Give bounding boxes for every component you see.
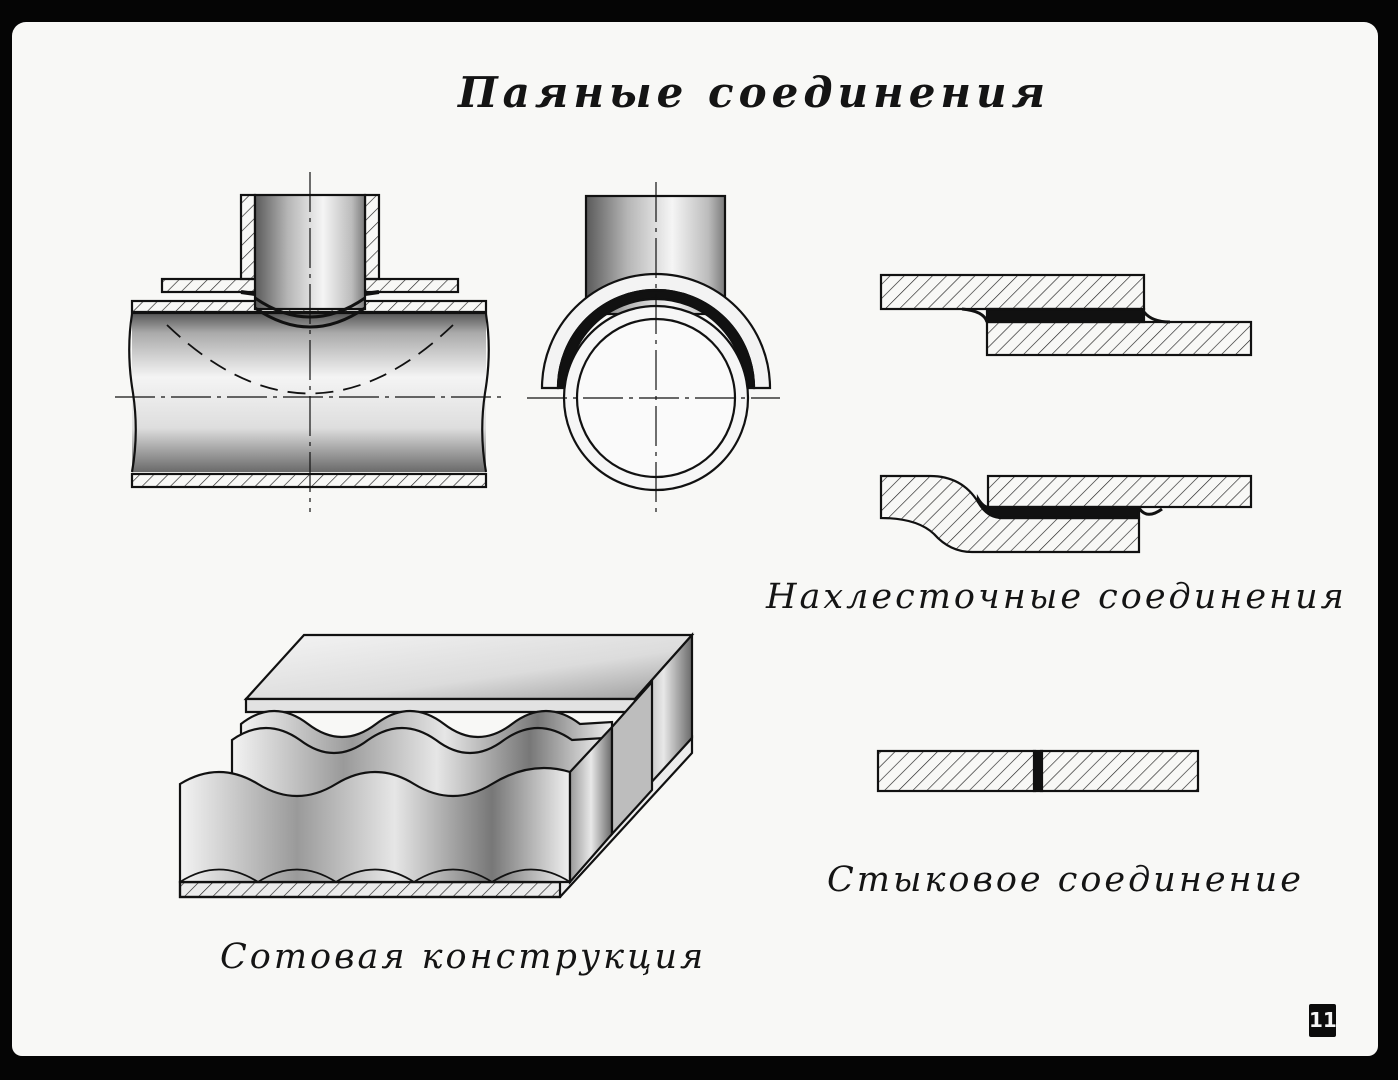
lap-joint-straight xyxy=(879,273,1253,357)
page-number-badge: 11 xyxy=(1309,1004,1337,1037)
honeycomb-panel xyxy=(178,632,695,899)
lap-joints-caption: Нахлесточные соединения xyxy=(766,577,1347,617)
tee-joint-side-view xyxy=(527,182,780,512)
butt-joint-caption: Стыковое соединение xyxy=(827,860,1304,900)
honeycomb-caption: Сотовая конструкция xyxy=(220,937,707,977)
butt-joint xyxy=(876,749,1200,793)
lap-joint-joggled xyxy=(879,474,1253,554)
drawings xyxy=(115,172,1253,899)
slide: Паяные соединения Нахлесточные соединени… xyxy=(12,22,1378,1056)
page-title: Паяные соединения xyxy=(458,68,1050,117)
tee-joint-front-view xyxy=(115,172,504,512)
